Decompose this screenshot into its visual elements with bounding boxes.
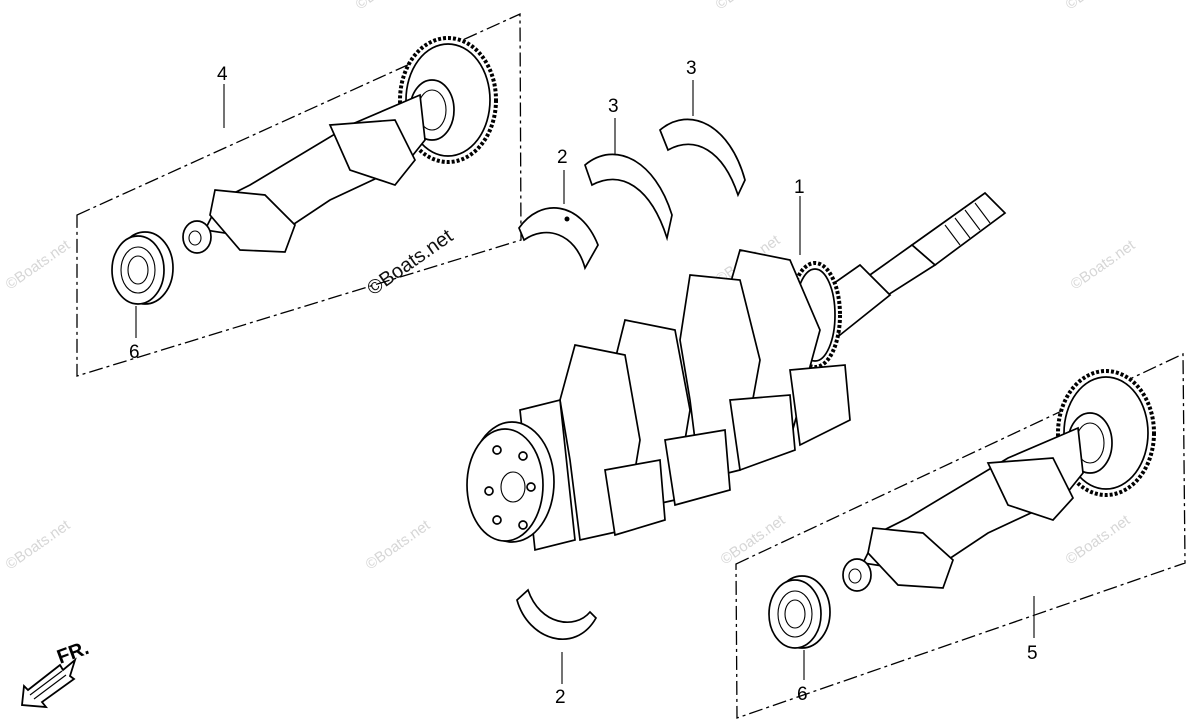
crankshaft-bearing-lower: 2 — [516, 588, 598, 708]
watermark: ©Boats.net — [1063, 0, 1134, 13]
balancer-weight-lower-end — [867, 527, 954, 589]
front-label: FR. — [54, 637, 92, 669]
arrow-down-left-icon — [21, 657, 77, 709]
callout-6-upper: 6 — [129, 342, 140, 363]
callout-5: 5 — [1027, 643, 1038, 664]
watermark: ©Boats.net — [3, 236, 74, 293]
crankshaft-flange — [466, 421, 555, 543]
watermark: ©Boats.net — [363, 516, 434, 573]
callout-2-upper: 2 — [557, 147, 568, 168]
group-box-lower — [735, 352, 1186, 719]
balancer-journal-lower — [842, 558, 872, 592]
ball-bearing-upper — [111, 231, 174, 305]
balancer-weight-upper-end — [209, 189, 296, 253]
front-indicator: FR. — [21, 637, 92, 709]
thrust-washer-left: 3 — [584, 96, 673, 242]
balancer-weight-upper — [328, 119, 417, 186]
callout-6-lower: 6 — [797, 684, 808, 705]
crankshaft: 1 — [466, 177, 1007, 552]
watermark: ©Boats.net — [1068, 236, 1139, 293]
balancer-shaft-upper-group: 4 6 — [76, 12, 522, 377]
watermark: ©Boats.net — [713, 0, 784, 13]
callout-4: 4 — [217, 64, 228, 85]
balancer-shaft-lower-group: 5 6 — [735, 352, 1186, 719]
callout-3-left: 3 — [608, 96, 619, 117]
crankshaft-spline — [910, 191, 1007, 267]
watermark: ©Boats.net — [718, 511, 789, 568]
crankshaft-bearing-upper: 2 — [518, 147, 599, 271]
callout-3-right: 3 — [686, 58, 697, 79]
ball-bearing-lower — [768, 575, 831, 649]
balancer-weight-lower — [986, 457, 1075, 521]
watermark: ©Boats.net — [3, 516, 74, 573]
group-box-upper — [76, 12, 522, 377]
watermark: ©Boats.net — [1063, 511, 1134, 568]
balancer-journal-upper — [182, 220, 212, 254]
watermark: ©Boats.net — [353, 0, 424, 13]
callout-1: 1 — [794, 177, 805, 198]
watermark-main: ©Boats.net — [363, 225, 457, 300]
thrust-washer-right: 3 — [658, 58, 746, 198]
callout-2-lower: 2 — [555, 687, 566, 708]
